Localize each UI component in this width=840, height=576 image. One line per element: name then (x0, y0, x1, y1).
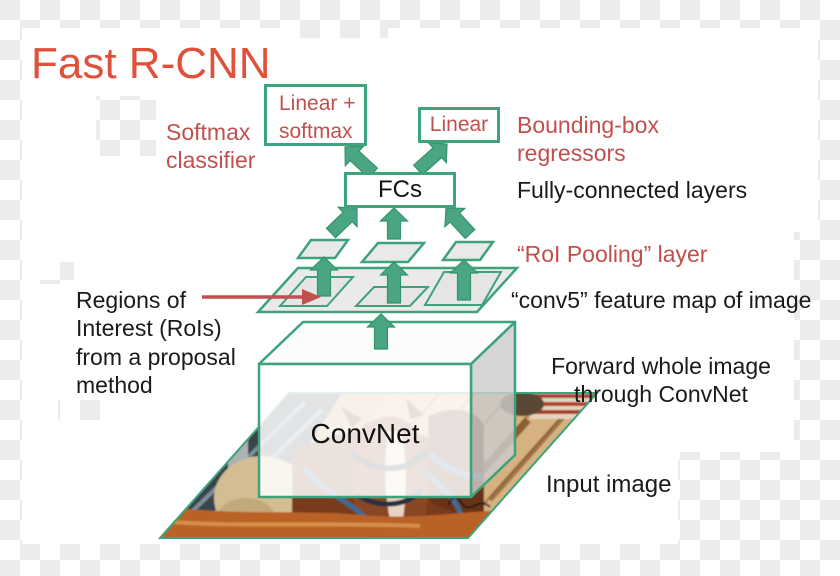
pooled-tile (295, 238, 351, 260)
fcs-to-bbox-arrow-icon (412, 141, 448, 176)
featuremap-to-pool-arrow-icon (449, 259, 479, 301)
roi-pooling-layer-label: “RoI Pooling” layer (517, 241, 708, 267)
pool-to-fcs-arrow-icon (325, 206, 358, 239)
linear-label: Linear (429, 113, 489, 137)
roi-pointer-arrow (202, 289, 321, 305)
transparency-checkerboard (0, 28, 22, 544)
forward-whole-image-label: Forward whole image through ConvNet (551, 353, 771, 408)
transparency-checkerboard (818, 28, 840, 576)
roi-pooling-outputs (295, 238, 496, 264)
pool-to-fcs-arrow-icon (444, 207, 476, 240)
pooled-tile (440, 240, 496, 262)
conv5-feature-map-label: “conv5” feature map of image (511, 287, 812, 313)
roi-region (423, 271, 503, 306)
regions-of-interest-label: Regions of Interest (RoIs) from a propos… (76, 287, 236, 398)
transparency-checkerboard (678, 452, 840, 544)
softmax-classifier-label: Softmax classifier (166, 119, 256, 174)
fcs-box: FCs (344, 172, 456, 208)
flow-arrows (309, 141, 479, 350)
featuremap-to-pool-arrow-icon (379, 261, 409, 304)
featuremap-to-pool-arrow-icon (309, 256, 339, 297)
transparency-checkerboard (0, 544, 840, 576)
convnet-label: ConvNet (310, 418, 420, 449)
linear-softmax-label: Linear + softmax (279, 92, 356, 143)
bounding-box-regressors-label: Bounding-box regressors (517, 112, 659, 167)
slide-title: Fast R-CNN (31, 39, 271, 88)
pooled-tile (359, 241, 427, 264)
roi-region (353, 286, 431, 307)
transparency-checkerboard (292, 16, 388, 38)
input-image-label: Input image (546, 471, 672, 498)
fcs-label: FCs (378, 176, 422, 204)
linear-softmax-box: Linear + softmax (264, 84, 367, 146)
transparency-checkerboard (0, 0, 840, 28)
transparency-checkerboard (40, 262, 74, 284)
convnet-to-featuremap-arrow-icon (366, 313, 396, 350)
linear-box: Linear (418, 107, 500, 143)
transparency-checkerboard (58, 400, 102, 420)
pool-to-fcs-arrow-icon (379, 207, 409, 240)
fully-connected-layers-label: Fully-connected layers (517, 177, 748, 203)
transparency-checkerboard (96, 96, 156, 156)
